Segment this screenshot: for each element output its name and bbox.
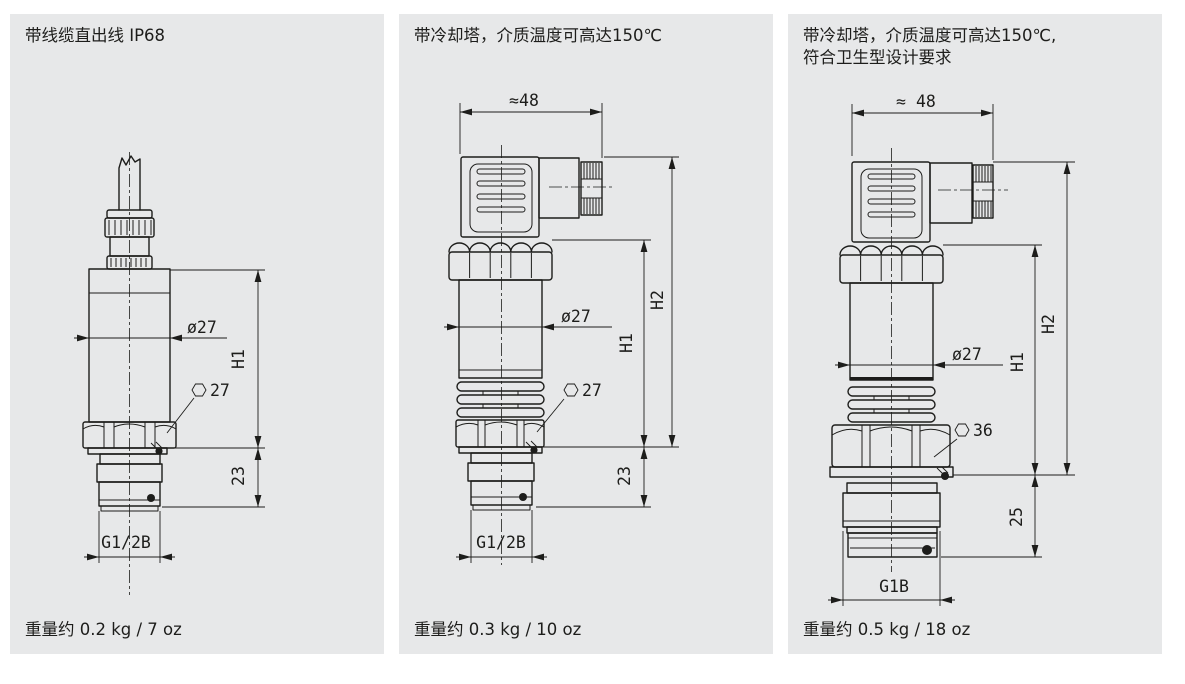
hexagon-symbol — [954, 423, 970, 437]
dim-label-thread-length: 25 — [1007, 507, 1026, 527]
dim-label-diameter: ø27 — [187, 318, 217, 337]
weight-note: 重量约 0.5 kg / 18 oz — [803, 620, 971, 639]
o-ring — [519, 493, 527, 501]
dimension-labels: ≈ 48 ø27 H2 H1 36 25 G1B — [879, 92, 1058, 596]
angle-connector — [460, 156, 603, 238]
dim-label-width: ≈48 — [509, 91, 539, 110]
hex-nut — [455, 419, 545, 448]
technical-drawing-hygienic-version: ≈ 48 ø27 H2 H1 36 25 G1B — [828, 92, 1075, 606]
dimension-lines — [828, 104, 1075, 606]
transmitter-body — [849, 282, 934, 381]
panel-cooling-version: 带冷却塔，介质温度可高达150℃ — [399, 14, 773, 654]
seal-ring — [530, 446, 538, 454]
dim-label-width: ≈ 48 — [896, 92, 936, 111]
cooling-fins — [456, 381, 545, 418]
o-ring — [147, 494, 155, 502]
dimension-lines — [444, 103, 679, 563]
hexagon-symbol — [563, 383, 579, 397]
panel-title: 带线缆直出线 IP68 — [25, 26, 166, 45]
cable — [118, 155, 141, 211]
dim-label-h2: H2 — [1039, 314, 1058, 334]
dim-label-hex: 27 — [210, 381, 230, 400]
panel-title: 带冷却塔，介质温度可高达150℃ — [414, 26, 663, 45]
dimension-lines — [74, 269, 265, 563]
knurled-screw-cap — [580, 161, 603, 216]
process-connection — [458, 440, 543, 511]
datasheet-drawing-row: 带线缆直出线 IP68 — [10, 14, 1162, 654]
process-connection — [87, 441, 168, 512]
technical-drawing-cable-version: ø27 H1 27 23 G1/2B — [74, 152, 265, 595]
dim-label-h1: H1 — [229, 349, 248, 369]
dim-label-diameter: ø27 — [561, 307, 591, 326]
dim-label-thread: G1/2B — [101, 533, 151, 552]
technical-drawing-cooling-version: ≈48 ø27 H2 H1 27 23 G1/2B — [444, 91, 679, 565]
dim-label-thread-length: 23 — [615, 466, 634, 486]
centerline — [501, 145, 614, 565]
dim-label-thread: G1/2B — [476, 533, 526, 552]
transmitter-body — [458, 279, 543, 379]
dim-label-thread-length: 23 — [229, 466, 248, 486]
weight-note: 重量约 0.3 kg / 10 oz — [414, 620, 582, 639]
dim-label-thread: G1B — [879, 577, 909, 596]
dim-label-diameter: ø27 — [952, 345, 982, 364]
dim-label-h1: H1 — [617, 333, 636, 353]
o-ring — [922, 545, 932, 555]
panel-hygienic-version: 带冷却塔，介质温度可高达150℃, 符合卫生型设计要求 — [788, 14, 1162, 654]
dim-label-h1: H1 — [1008, 352, 1027, 372]
hexagon-symbol — [191, 383, 207, 397]
panel-title-line2: 符合卫生型设计要求 — [803, 47, 952, 67]
knurled-ring — [448, 242, 553, 281]
panel-cable-version: 带线缆直出线 IP68 — [10, 14, 384, 654]
knurled-screw-cap — [972, 164, 994, 219]
seal-ring — [155, 447, 163, 455]
dim-label-h2: H2 — [648, 290, 667, 310]
hex-nut — [831, 424, 951, 468]
panel-title: 带冷却塔，介质温度可高达150℃, — [803, 26, 1057, 45]
dimension-labels: ø27 H1 27 23 G1/2B — [101, 318, 248, 552]
dim-label-hex: 27 — [582, 381, 602, 400]
dim-label-hex: 36 — [973, 421, 993, 440]
weight-note: 重量约 0.2 kg / 7 oz — [25, 620, 182, 639]
dimension-labels: ≈48 ø27 H2 H1 27 23 G1/2B — [476, 91, 667, 552]
angle-connector — [851, 161, 994, 243]
process-connection — [829, 466, 954, 558]
cooling-fins — [847, 386, 936, 423]
